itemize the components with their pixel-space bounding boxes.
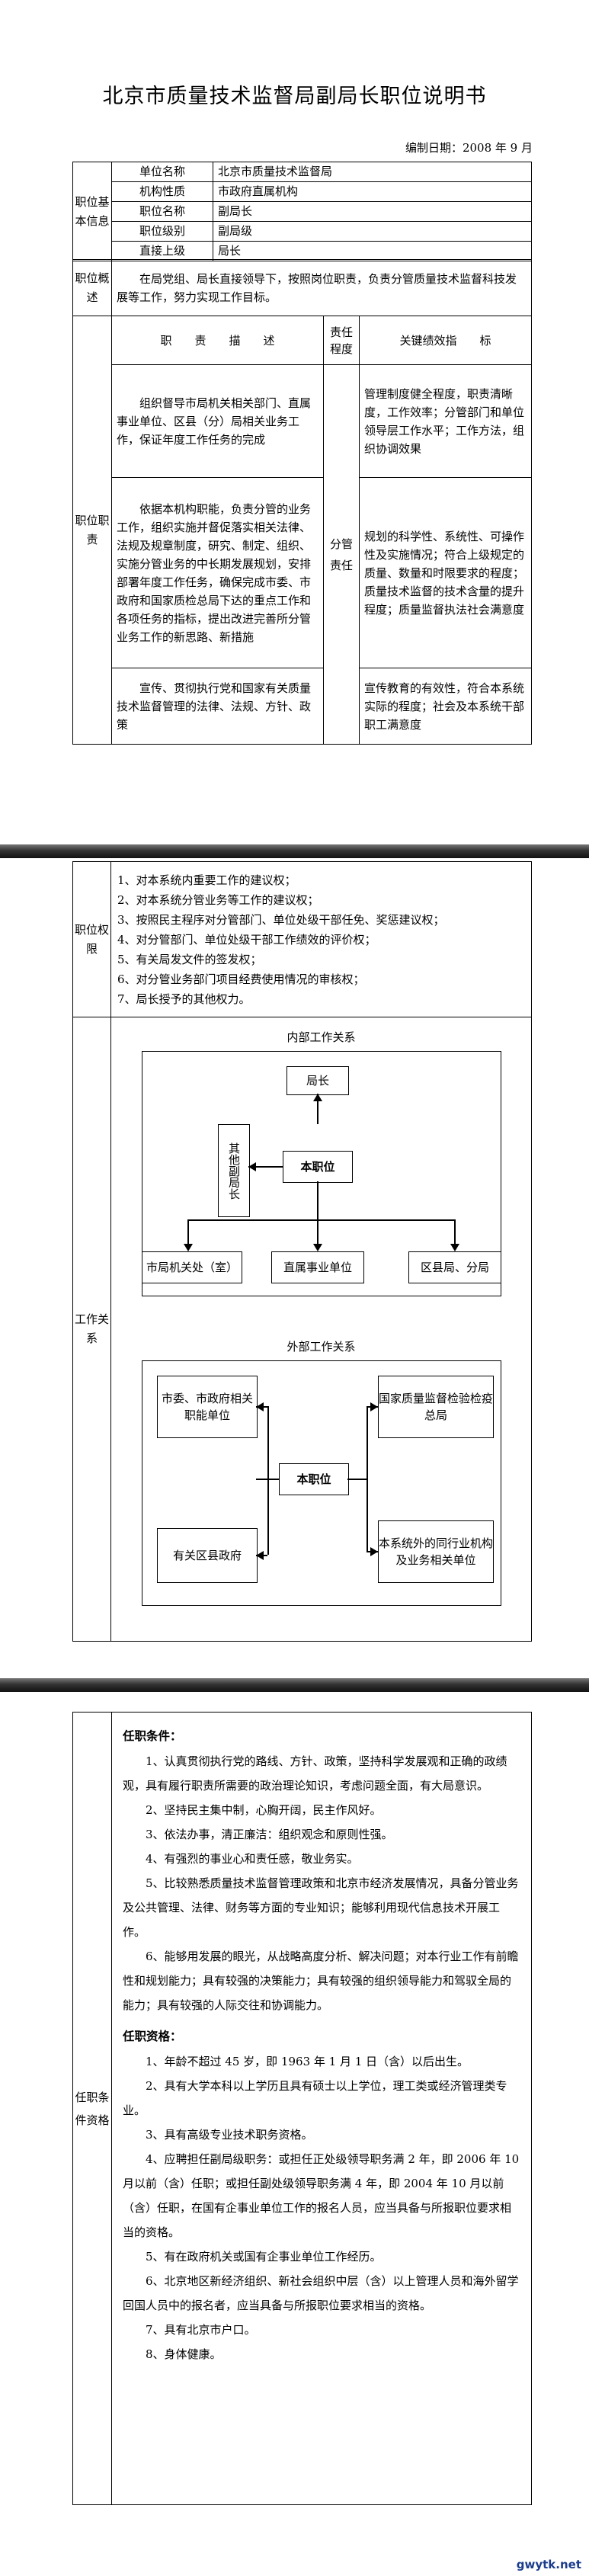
page-2: 职位权限 1、对本系统内重要工作的建议权； 2、对本系统分管业务等工作的建议权；… [0, 861, 589, 1669]
arrow-up-icon [313, 1094, 322, 1101]
document-title: 北京市质量技术监督局副局长职位说明书 [102, 85, 487, 108]
center-position-box: 本职位 [279, 1463, 349, 1495]
relations-label: 工作关系 [72, 1017, 111, 1642]
internal-box: 市局机关处（室） [142, 1251, 242, 1283]
arrow-left-icon [256, 1551, 264, 1560]
duties-label: 职位职责 [72, 316, 112, 745]
duty-kpi: 宣传教育的有效性，符合本系统实际的程度；社会及本系统干部职工满意度 [359, 668, 532, 745]
condition-item: 5、比较熟悉质量技术监督管理政策和北京市经济发展情况，具备分管业务及公共管理、法… [123, 1876, 519, 1939]
qualification-item: 6、北京地区新经济组织、新社会组织中层（含）以上管理人员和海外留学回国人员中的报… [123, 2274, 519, 2312]
condition-item: 4、有强烈的事业心和责任感，敬业务实。 [146, 1852, 359, 1866]
authority-table: 职位权限 1、对本系统内重要工作的建议权； 2、对本系统分管业务等工作的建议权；… [72, 861, 532, 1642]
external-right-box: 国家质量监督检验检疫总局 [378, 1376, 494, 1438]
basic-key: 职位级别 [111, 221, 213, 242]
compile-date: 编制日期：2008 年 9 月 [405, 141, 533, 155]
relations-diagram: 内部工作关系 局长 其他副局长 本职位 [111, 1017, 531, 1641]
page-1: 北京市质量技术监督局副局长职位说明书 编制日期：2008 年 9 月 职位基本信… [0, 0, 589, 842]
authority-item: 2、对本系统分管业务等工作的建议权； [117, 892, 319, 907]
basic-value: 局长 [213, 241, 532, 261]
authority-item: 3、按照民主程序对分管部门、单位处级干部任免、奖惩建议权； [117, 912, 445, 927]
qualification-item: 8、身体健康。 [146, 2347, 222, 2361]
duty-kpi: 管理制度健全程度，职责清晰度，工作效率；分管部门和单位领导层工作水平；工作方法，… [359, 364, 532, 478]
condition-item: 6、能够用发展的眼光，从战略高度分析、解决问题；对本行业工作有前瞻性和规划能力；… [123, 1950, 519, 2012]
authority-label: 职位权限 [72, 861, 111, 1017]
connector-line [317, 1094, 319, 1124]
arrow-right-icon [370, 1402, 378, 1411]
qualification-table: 任职条件资格 任职条件： 1、认真贯彻执行党的路线、方针、政策，坚持科学发展观和… [72, 1712, 532, 2505]
external-right-box: 本系统外的同行业机构及业务相关单位 [378, 1520, 494, 1583]
basic-value: 市政府直属机构 [213, 181, 532, 202]
authority-item: 1、对本系统内重要工作的建议权； [117, 873, 296, 887]
duty-header: 职 责 描 述 [111, 316, 324, 365]
duty-kpi: 规划的科学性、系统性、可操作性及实施情况；符合上级规定的质量、数量和时限要求的程… [359, 477, 532, 668]
duty-degree: 分管责任 [323, 364, 360, 745]
authority-item: 6、对分管业务部门项目经费使用情况的审核权； [117, 972, 365, 986]
connector-line [454, 1219, 456, 1250]
qualification-item: 3、具有高级专业技术职务资格。 [146, 2128, 313, 2142]
external-left-box: 市委、市政府相关职能单位 [157, 1376, 258, 1438]
connector-line [347, 1479, 367, 1480]
external-left-box: 有关区县政府 [157, 1528, 258, 1583]
authority-item: 5、有关局发文件的签发权； [117, 952, 262, 966]
watermark-logo: gwytk.net [516, 2558, 581, 2571]
qualification-item: 1、年龄不超过 45 岁，即 1963 年 1 月 1 日（含）以后出生。 [146, 2055, 469, 2068]
basic-info-label: 职位基本信息 [72, 162, 112, 261]
arrow-down-icon [450, 1244, 459, 1251]
external-frame [142, 1360, 501, 1606]
authority-item: 4、对分管部门、单位处级干部工作绩效的评价权； [117, 932, 376, 947]
page-3: 任职条件资格 任职条件： 1、认真贯彻执行党的路线、方针、政策，坚持科学发展观和… [0, 1693, 589, 2576]
connector-line [187, 1219, 189, 1250]
arrow-left-icon [256, 1402, 264, 1411]
duty-desc: 组织督导市局机关相关部门、直属事业单位、区县（分）局相关业务工作，保证年度工作任… [111, 364, 324, 478]
basic-info-table: 职位基本信息 单位名称 北京市质量技术监督局 机构性质市政府直属机构 职位名称副… [72, 162, 532, 261]
basic-key: 职位名称 [111, 201, 213, 222]
connector-line [187, 1219, 454, 1221]
basic-value: 北京市质量技术监督局 [213, 162, 532, 182]
internal-title: 内部工作关系 [286, 1030, 356, 1044]
basic-key: 单位名称 [111, 162, 213, 182]
duties-table: 职位职责 职 责 描 述 责任程度 关键绩效指 标 组织督导市局机关相关部门、直… [72, 316, 532, 745]
qualification-label: 任职条件资格 [72, 1712, 112, 2505]
duty-desc: 依据本机构职能，负责分管的业务工作，组织实施并督促落实相关法律、法规及规章制度，… [111, 477, 324, 668]
qualification-item: 4、应聘担任副局级职务：或担任正处级领导职务满 2 年，即 2006 年 10 … [123, 2152, 520, 2239]
internal-box: 区县局、分局 [408, 1251, 501, 1283]
external-title: 外部工作关系 [286, 1340, 356, 1354]
arrow-left-icon [248, 1162, 256, 1171]
internal-box: 直属事业单位 [271, 1251, 364, 1283]
duty-desc: 宣传、贯彻执行党和国家有关质量技术监督管理的法律、法规、方针、政策 [111, 668, 324, 745]
kpi-header: 关键绩效指 标 [359, 316, 532, 365]
overview-label: 职位概述 [72, 259, 112, 316]
relations-cell: 内部工作关系 局长 其他副局长 本职位 [110, 1017, 532, 1642]
connector-line [367, 1406, 368, 1551]
arrow-down-icon [313, 1244, 322, 1251]
basic-key: 机构性质 [111, 181, 213, 202]
arrow-right-icon [370, 1547, 378, 1556]
arrow-down-icon [184, 1244, 193, 1251]
basic-value: 副局长 [213, 201, 532, 222]
connector-line [317, 1219, 319, 1250]
degree-header: 责任程度 [323, 316, 360, 365]
overview-text: 在局党组、局长直接领导下，按照岗位职责，负责分管质量技术监督科技发展等工作，努力… [111, 259, 532, 316]
connector-line [267, 1406, 269, 1555]
internal-frame [142, 1051, 501, 1296]
qualification-heading: 任职资格： [123, 2029, 182, 2043]
condition-heading: 任职条件： [123, 1729, 182, 1743]
basic-key: 直接上级 [111, 241, 213, 261]
qualification-item: 7、具有北京市户口。 [146, 2323, 256, 2337]
center-position-box: 本职位 [283, 1151, 353, 1183]
connector-line [317, 1181, 319, 1219]
condition-item: 2、坚持民主集中制，心胸开阔，民主作风好。 [146, 1803, 382, 1817]
authority-item: 7、局长授予的其他权力。 [117, 992, 251, 1006]
qualification-item: 2、具有大学本科以上学历且具有硕士以上学位，理工类或经济管理类专业。 [123, 2079, 507, 2117]
connector-line [248, 1166, 283, 1168]
condition-item: 1、认真贯彻执行党的路线、方针、政策，坚持科学发展观和正确的政绩观，具有履行职责… [123, 1754, 507, 1793]
other-deputy-box: 其他副局长 [218, 1124, 250, 1217]
director-box: 局长 [286, 1066, 349, 1095]
basic-value: 副局级 [213, 221, 532, 242]
qualification-item: 5、有在政府机关或国有企事业单位工作经历。 [146, 2250, 382, 2264]
overview-table: 职位概述 在局党组、局长直接领导下，按照岗位职责，负责分管质量技术监督科技发展等… [72, 259, 532, 316]
condition-item: 3、依法办事，清正廉洁：组织观念和原则性强。 [146, 1828, 393, 1841]
page-separator [0, 1678, 589, 1692]
page-separator [0, 844, 589, 858]
